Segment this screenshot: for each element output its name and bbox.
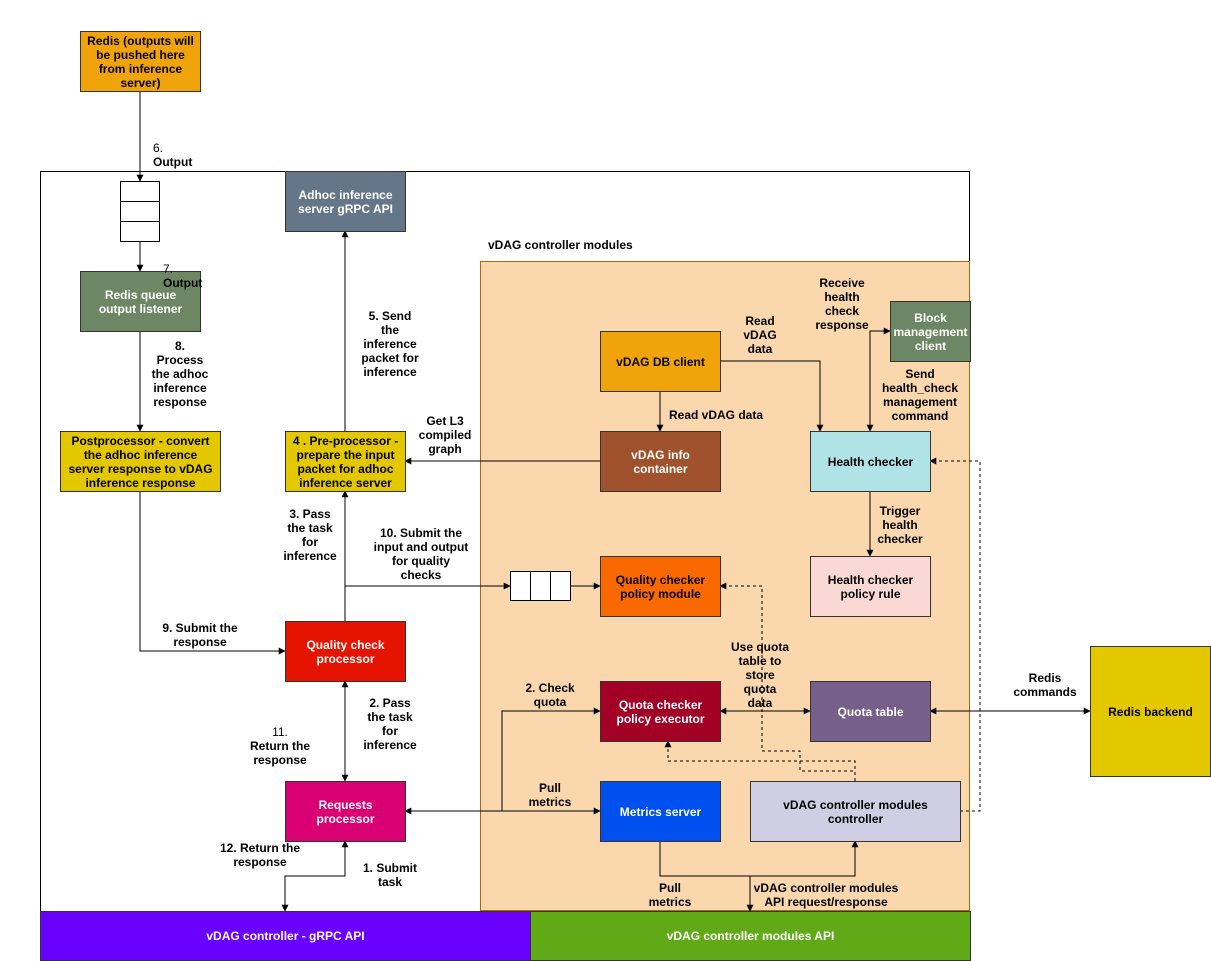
label-check-quota: 2. Check quota [525, 681, 575, 709]
grpc-api-bar: vDAG controller - gRPC API [40, 911, 531, 961]
postprocessor-box: Postprocessor - convert the adhoc infere… [60, 431, 221, 492]
modules-controller-box: vDAG controller modules controller [750, 781, 961, 842]
health-checker-policy-rule-box: Health checker policy rule [810, 556, 931, 617]
preprocessor-box: 4 . Pre-processor - prepare the input pa… [285, 431, 406, 492]
label-process-8: 8. Process the adhoc inference response [151, 339, 209, 409]
quality-checker-policy-module-box: Quality checker policy module [600, 556, 721, 617]
edge-dashed-health [929, 457, 981, 812]
requests-processor-box: Requests processor [285, 781, 406, 842]
redis-backend-box: Redis backend [1090, 646, 1211, 777]
quota-table-box: Quota table [810, 681, 931, 742]
label-submit-10: 10. Submit the input and output for qual… [373, 526, 469, 582]
label-use-quota: Use quota table to store quota data [730, 640, 789, 710]
vdag-info-container-box: vDAG info container [600, 431, 721, 492]
edge-submit-1 [281, 840, 349, 912]
label-api-reqres: vDAG controller modules API request/resp… [753, 881, 899, 909]
edge-api-reqres [750, 840, 859, 877]
edge-block-mgmt [866, 327, 891, 432]
metrics-server-box: Metrics server [600, 781, 721, 842]
label-output-7: 7. Output [163, 262, 203, 290]
label-return-12: 12. Return the response [219, 841, 300, 869]
label-pull-metrics-2: Pull metrics [648, 881, 692, 909]
label-return-11: 11. Return the response [250, 725, 310, 767]
adhoc-inference-api-box: Adhoc inference server gRPC API [285, 171, 406, 232]
vdag-db-client-box: vDAG DB client [600, 331, 721, 392]
label-output-6: 6. Output [153, 141, 193, 169]
block-management-client-box: Block management client [890, 301, 971, 362]
label-submit-9: 9. Submit the response [162, 621, 238, 649]
label-send-health: Send health_check management command [881, 367, 959, 423]
modules-region-title: vDAG controller modules [488, 238, 633, 252]
modules-api-bar: vDAG controller modules API [530, 911, 971, 961]
label-redis-commands: Redis commands [1013, 671, 1077, 699]
label-pull-metrics-1: Pull metrics [528, 781, 572, 809]
quality-check-processor-box: Quality check processor [285, 621, 406, 682]
quota-checker-policy-executor-box: Quota checker policy executor [600, 681, 721, 742]
edge-check-quota [501, 707, 601, 811]
label-submit-1: 1. Submit task [362, 861, 417, 889]
label-pass-3: 3. Pass the task for inference [283, 507, 337, 563]
edge-read-vdag-1 [720, 360, 824, 432]
redis-queue-listener-box: Redis queue output listener [80, 271, 201, 332]
label-pass-2: 2. Pass the task for inference [363, 696, 417, 752]
label-get-l3: Get L3 compiled graph [418, 414, 472, 456]
label-read-vdag-1: Read vDAG data [743, 314, 777, 356]
label-read-vdag-2: Read vDAG data [669, 408, 764, 422]
edge-submit-9 [139, 491, 286, 655]
edge-pull-metrics-2 [659, 841, 754, 912]
health-checker-box: Health checker [810, 431, 931, 492]
label-trigger-health: Trigger health checker [877, 504, 923, 546]
label-receive-health: Receive health check response [815, 276, 869, 332]
redis-output-box: Redis (outputs will be pushed here from … [80, 31, 201, 92]
edge-dashed-quality [719, 582, 856, 781]
edge-dashed-quota [664, 740, 856, 781]
label-send-5: 5. Send the inference packet for inferen… [361, 309, 419, 379]
